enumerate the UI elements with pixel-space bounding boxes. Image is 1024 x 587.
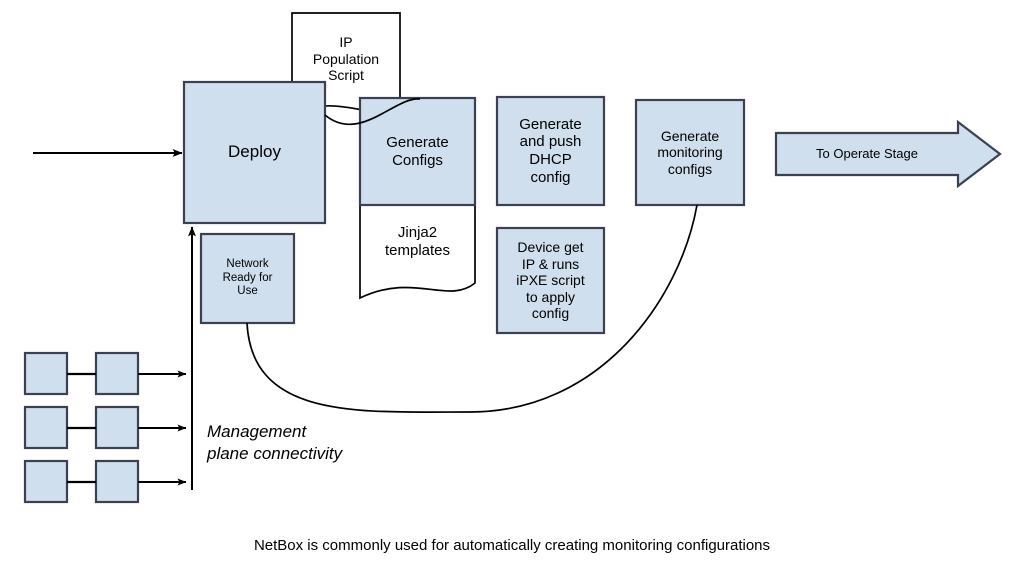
figure-caption: NetBox is commonly used for automaticall…: [253, 537, 771, 554]
device-box-2b[interactable]: [94, 405, 140, 450]
to-operate-stage-arrow-shape[interactable]: [774, 119, 1002, 189]
generate-push-dhcp-config-box-shape[interactable]: [495, 95, 606, 207]
device-box-3a[interactable]: [23, 459, 69, 504]
monitoring-to-network-ready-arc: [246, 204, 698, 413]
deploy-box-shape[interactable]: [182, 80, 327, 225]
device-ipxe-box-shape[interactable]: [495, 226, 606, 335]
management-plane-connectivity-label: Management plane connectivity: [207, 422, 343, 464]
device-box-1a[interactable]: [23, 351, 69, 396]
device-box-3b[interactable]: [94, 459, 140, 504]
device-box-1b[interactable]: [94, 351, 140, 396]
generate-configs-box-shape[interactable]: [358, 96, 477, 207]
network-ready-for-use-box-shape[interactable]: [199, 232, 296, 325]
device-stack-group: [23, 351, 187, 504]
ip-script-to-generate-configs-curve: [324, 98, 421, 126]
device-box-2a[interactable]: [23, 405, 69, 450]
generate-monitoring-configs-box-shape[interactable]: [634, 98, 746, 207]
